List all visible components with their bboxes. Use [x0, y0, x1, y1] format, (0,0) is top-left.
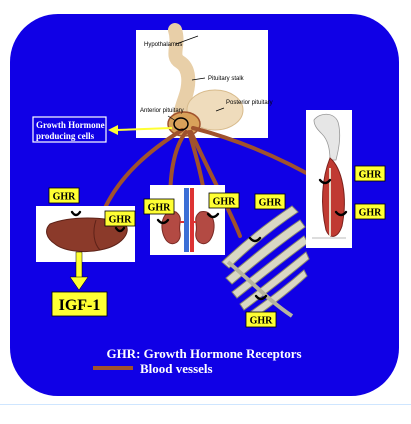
receptor-marker — [334, 210, 348, 217]
receptor-marker — [318, 178, 332, 185]
stalk-leader — [191, 77, 206, 81]
gh-cells-circle — [173, 117, 189, 131]
rib-shape — [225, 219, 306, 285]
gh-cells-arrow-head — [108, 125, 118, 135]
anterior-pituitary-label: Anterior pituitary — [140, 108, 184, 114]
pituitary-stalk-label: Pituitary stalk — [208, 76, 245, 82]
ghr-label-text: GHR — [359, 170, 383, 181]
gh-cells-label-line1: Growth Hormone — [36, 120, 105, 130]
ghr-label-text: GHR — [53, 192, 77, 203]
ghr-label-text: GHR — [148, 203, 172, 214]
ghr-label-text: GHR — [250, 316, 274, 327]
ghr-labels: GHR GHR GHR GHR GHR GHR — [48, 165, 386, 328]
ghr-label-muscle-bottom: GHR — [354, 203, 386, 220]
pelvis-shape — [313, 113, 341, 161]
pituitary-inset: Hypothalamus Pituitary stalk Anterior pi… — [136, 23, 273, 138]
legend: GHR: Growth Hormone Receptors Blood vess… — [93, 346, 302, 376]
ghr-label-kidney-right: GHR — [208, 192, 240, 209]
posterior-leader — [215, 107, 225, 112]
sternum-shape — [226, 260, 294, 318]
posterior-pituitary-label: Posterior pituitary — [226, 100, 273, 106]
legend-vessel-swatch — [93, 366, 133, 370]
ghr-label-text: GHR — [359, 208, 383, 219]
posterior-pituitary-shape — [186, 89, 244, 131]
igf-callout: IGF-1 — [51, 251, 108, 317]
receptor-marker — [70, 210, 82, 217]
ghr-label-kidney-left: GHR — [143, 198, 175, 215]
liver-shape — [46, 217, 128, 253]
receptor-marker — [206, 212, 220, 219]
ghr-label-text: GHR — [213, 197, 237, 208]
ghr-label-liver-top: GHR — [48, 187, 80, 204]
ghr-label-bone-bottom: GHR — [245, 311, 277, 328]
gh-cells-box — [32, 116, 107, 143]
vena-cava-shape — [184, 188, 189, 252]
thigh-muscle-shape — [322, 157, 345, 237]
ghr-label-text: GHR — [259, 198, 283, 209]
receptor-marker — [248, 236, 262, 243]
receptor-marker — [114, 226, 126, 233]
ghr-label-text: GHR — [109, 215, 133, 226]
muscle-inset — [306, 110, 352, 248]
ghr-label-bone-top: GHR — [254, 193, 286, 210]
aorta-shape — [190, 188, 194, 252]
receptor-markers — [70, 178, 348, 301]
receptor-marker — [254, 294, 268, 301]
legend-vessels-text: Blood vessels — [140, 361, 213, 376]
igf-arrow-shaft — [75, 251, 83, 279]
vessel-to-liver — [102, 128, 184, 212]
gh-cells-label-line2: producing cells — [36, 131, 95, 141]
rib-shape — [239, 251, 310, 311]
ghr-label-liver-right: GHR — [104, 210, 136, 227]
hypothalamus-leader — [175, 35, 199, 45]
igf-label: IGF-1 — [59, 297, 101, 314]
ghr-label-muscle-top: GHR — [354, 165, 386, 182]
igf-box — [51, 291, 108, 317]
gh-cells-callout: Growth Hormone producing cells — [32, 116, 189, 143]
hypothalamus-label: Hypothalamus — [144, 42, 182, 48]
legend-receptors-text: GHR: Growth Hormone Receptors — [106, 346, 301, 361]
receptor-marker — [156, 218, 170, 225]
gh-cells-arrow-line — [115, 127, 173, 131]
bottom-divider — [0, 404, 411, 405]
liver-lobe-line — [93, 219, 101, 251]
igf-arrow-head — [69, 276, 89, 291]
